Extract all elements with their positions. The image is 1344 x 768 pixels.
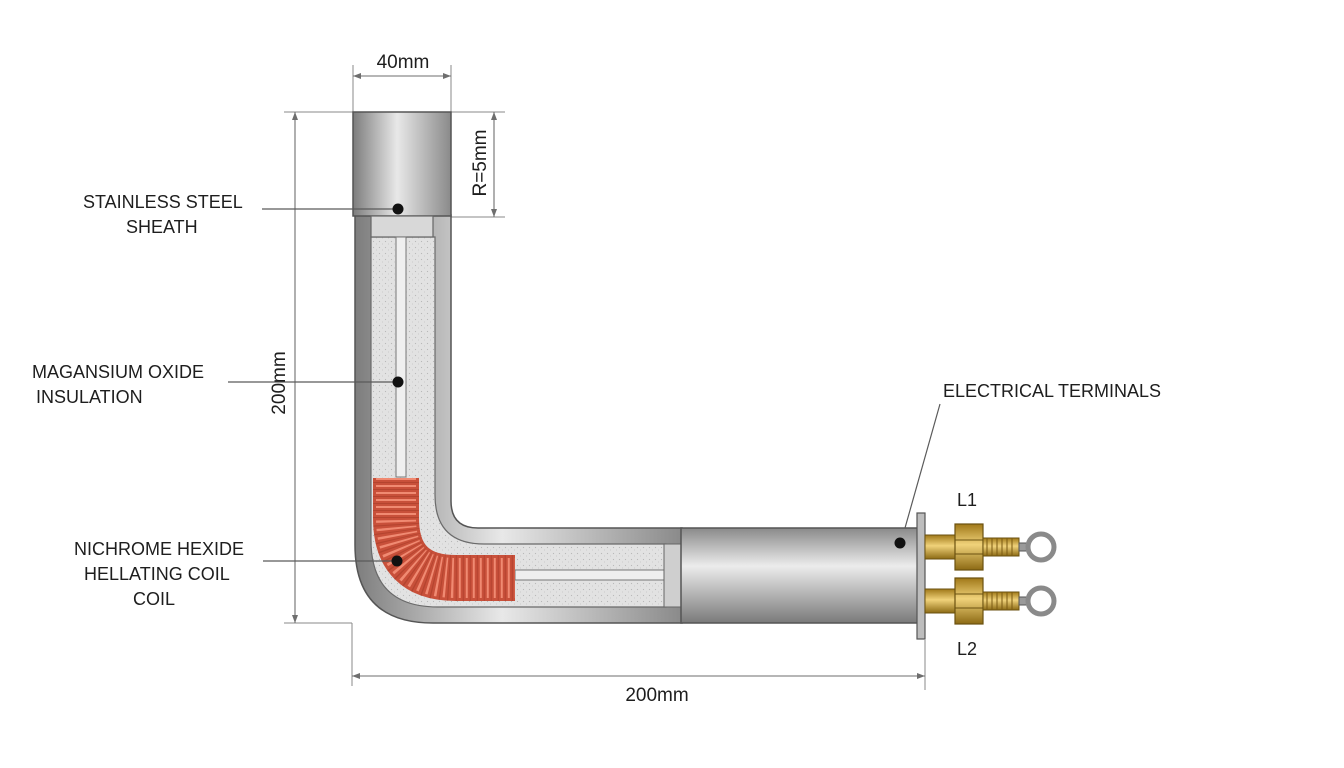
coil-label-line2: HELLATING COIL	[84, 564, 230, 584]
terminals-label: ELECTRICAL TERMINALS	[943, 381, 1161, 401]
coil-label-line3: COIL	[133, 589, 175, 609]
terminal-nut-l1	[954, 523, 984, 571]
height-dimension: 200mm	[269, 351, 290, 414]
insulation-label-line1: MAGANSIUM OXIDE	[32, 362, 204, 382]
top-width-dimension: 40mm	[377, 52, 430, 73]
terminal-housing	[680, 527, 919, 624]
l1-label: L1	[957, 490, 977, 510]
length-dimension: 200mm	[625, 685, 688, 706]
top-cap	[352, 111, 452, 217]
terminal-flange	[916, 512, 926, 640]
radius-dimension: R=5mm	[470, 129, 491, 196]
center-rod	[395, 236, 407, 478]
insulation-dot	[392, 376, 404, 388]
terminal-nut-l2	[954, 577, 984, 625]
dimension-lines	[284, 65, 926, 690]
sheath-label-line2: SHEATH	[126, 217, 198, 237]
labels: STAINLESS STEEL SHEATH MAGANSIUM OXIDE I…	[32, 52, 1161, 706]
heater-tube	[352, 111, 926, 640]
l2-label: L2	[957, 639, 977, 659]
insulation-label-line2: INSULATION	[36, 387, 143, 407]
terminal-l1	[924, 523, 1057, 571]
top-plug	[370, 215, 434, 238]
ring-lug-l1	[1025, 531, 1057, 563]
ring-lug-l2	[1025, 585, 1057, 617]
sheath-label-line1: STAINLESS STEEL	[83, 192, 243, 212]
coil-dot	[391, 555, 403, 567]
center-rod-horizontal	[514, 569, 667, 581]
terminal-l2	[924, 577, 1057, 625]
coil-label-line1: NICHROME HEXIDE	[74, 539, 244, 559]
coil-body	[373, 478, 515, 601]
sheath-dot	[392, 203, 404, 215]
heating-coil	[373, 478, 515, 601]
terminals-dot	[894, 537, 906, 549]
leader-lines	[228, 203, 941, 567]
